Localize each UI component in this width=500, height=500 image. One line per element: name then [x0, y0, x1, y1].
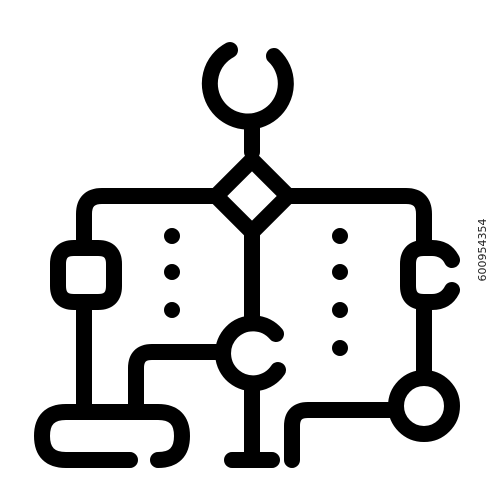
dot-icon	[164, 264, 180, 280]
decision-diamond-icon	[208, 152, 296, 240]
left-merge-line	[128, 344, 230, 420]
left-process-node-icon	[50, 240, 122, 310]
right-branch-line	[280, 188, 432, 256]
stock-id-text: 600954354	[475, 218, 489, 282]
center-merge-node-icon	[215, 315, 286, 392]
right-process-node-icon	[400, 240, 460, 310]
bottom-left-terminal-icon	[34, 404, 190, 468]
start-node-icon	[201, 42, 294, 130]
dot-icon	[332, 228, 348, 244]
right-merge-line	[284, 402, 404, 468]
end-node-icon	[388, 370, 460, 442]
dot-icon	[332, 264, 348, 280]
dot-icon	[332, 340, 348, 356]
dot-icon	[164, 302, 180, 318]
left-branch-line	[76, 188, 224, 256]
dot-icon	[332, 302, 348, 318]
dot-icon	[164, 228, 180, 244]
